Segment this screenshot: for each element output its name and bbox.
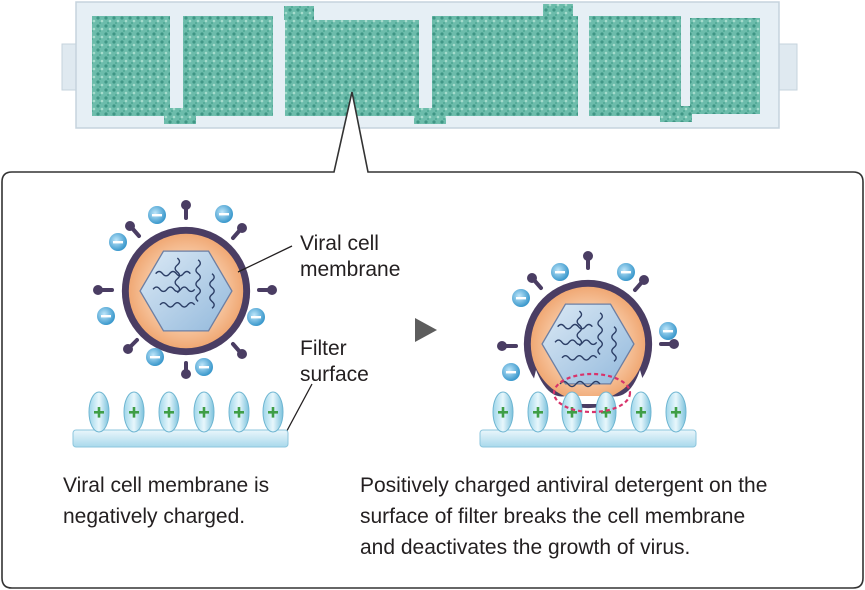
label-filter-surface-line2: surface [300, 363, 369, 386]
caption-left: Viral cell membrane is negatively charge… [63, 470, 269, 532]
membrane-break-marker [552, 372, 632, 414]
caption-left-line2: negatively charged. [63, 505, 246, 528]
caption-right-line3: and deactivates the growth of virus. [360, 536, 691, 559]
virus-intact [93, 200, 277, 379]
viral-membrane-leader [237, 245, 293, 273]
negative-charges-broken [502, 263, 677, 381]
negative-charges [97, 205, 265, 376]
caption-right-line1: Positively charged antiviral detergent o… [360, 474, 768, 497]
label-filter-surface-line1: Filter [300, 337, 347, 360]
arrow-icon [415, 318, 437, 342]
caption-right: Positively charged antiviral detergent o… [360, 470, 767, 563]
label-viral-cell-membrane: Viral cell membrane [300, 231, 400, 283]
filter-surface-right [479, 372, 697, 448]
label-filter-surface: Filter surface [300, 336, 369, 388]
positive-charges-right [492, 391, 687, 433]
positive-charges-left [88, 391, 284, 433]
filter-surface-left [72, 391, 289, 448]
caption-right-line2: surface of filter breaks the cell membra… [360, 505, 746, 528]
caption-left-line1: Viral cell membrane is [63, 474, 270, 497]
label-viral-cell-membrane-line2: membrane [300, 258, 401, 281]
filter-photo [61, 1, 798, 129]
label-viral-cell-membrane-line1: Viral cell [300, 232, 379, 255]
